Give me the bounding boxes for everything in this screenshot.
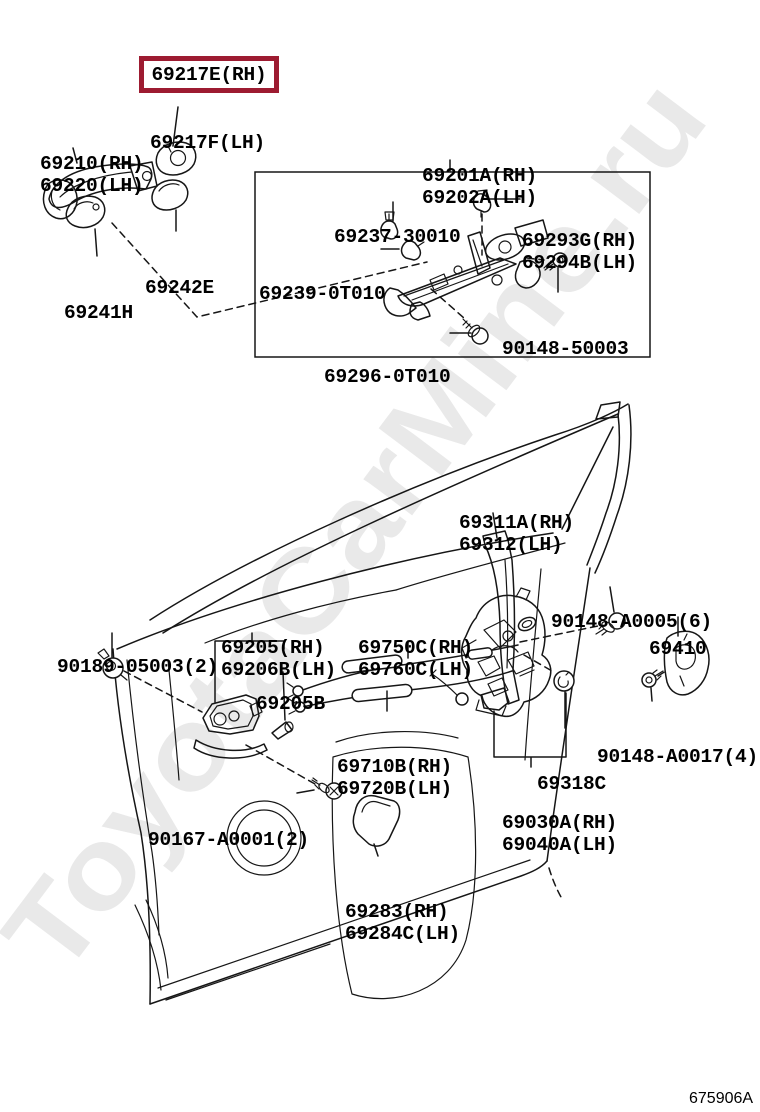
part-label-90148-a0017: 90148-A0017(4) xyxy=(597,746,759,768)
clip-69239-drawing xyxy=(400,240,425,261)
part-label-69237: 69237-30010 xyxy=(334,226,461,248)
lock-cables-drawing xyxy=(286,644,519,715)
part-label-69296: 69296-0T010 xyxy=(324,366,451,388)
part-label-90148-50003: 90148-50003 xyxy=(502,338,629,360)
cover-69283-drawing xyxy=(352,794,401,847)
clip-90189-drawing xyxy=(97,648,128,681)
part-label-69217f: 69217F(LH) xyxy=(150,132,266,154)
door-lock-assembly-drawing xyxy=(460,587,552,718)
part-label-69205b: 69205B xyxy=(256,693,326,715)
screw-90148-50003-drawing xyxy=(543,252,568,271)
clip-69293-drawing xyxy=(472,189,492,218)
door-outline xyxy=(112,401,632,1005)
frame-subassembly-box xyxy=(254,171,651,358)
inside-handle-drawing xyxy=(193,694,294,759)
part-label-69293g: 69293G(RH)69294B(LH) xyxy=(522,230,638,274)
part-label-69242e: 69242E xyxy=(145,277,215,299)
part-label-69239: 69239-0T010 xyxy=(259,283,386,305)
leader-lines xyxy=(72,106,679,857)
part-label-69710b: 69710B(RH)69720B(LH) xyxy=(337,756,453,800)
part-label-90148-a0005: 90148-A0005(6) xyxy=(551,611,713,633)
part-label-69410: 69410 xyxy=(649,638,707,660)
part-label-90167: 90167-A0001(2) xyxy=(148,829,310,851)
part-label-69318c: 69318C xyxy=(537,773,607,795)
part-label-90189: 90189-05003(2) xyxy=(57,656,219,678)
grommet-69318c-drawing xyxy=(553,670,575,692)
part-label-69217e: 69217E(RH) xyxy=(151,63,267,86)
bolt-69296-drawing xyxy=(462,318,489,345)
striker-drawing xyxy=(641,630,710,696)
part-label-69030a: 69030A(RH)69040A(LH) xyxy=(502,812,618,856)
part-label-69283: 69283(RH)69284C(LH) xyxy=(345,901,461,945)
dashed-connector-lines xyxy=(111,213,667,785)
part-label-69205: 69205(RH)69206B(LH) xyxy=(221,637,337,681)
part-label-69311a: 69311A(RH)69312(LH) xyxy=(459,512,575,556)
highlight-box: 69217E(RH) xyxy=(139,56,279,93)
exterior-handle-drawing xyxy=(42,141,197,229)
bolt-90167-drawing xyxy=(311,777,343,800)
diagram-code: 675906A xyxy=(689,1090,754,1107)
frame-subassembly-drawing xyxy=(383,219,549,321)
part-label-69210: 69210(RH)69220(LH) xyxy=(40,153,144,197)
bolt-90148-a0005-drawing xyxy=(595,612,626,636)
part-label-69750c: 69750C(RH)69760C(LH) xyxy=(358,637,474,681)
part-label-69201a: 69201A(RH)69202A(LH) xyxy=(422,165,538,209)
part-label-69241h: 69241H xyxy=(64,302,134,324)
